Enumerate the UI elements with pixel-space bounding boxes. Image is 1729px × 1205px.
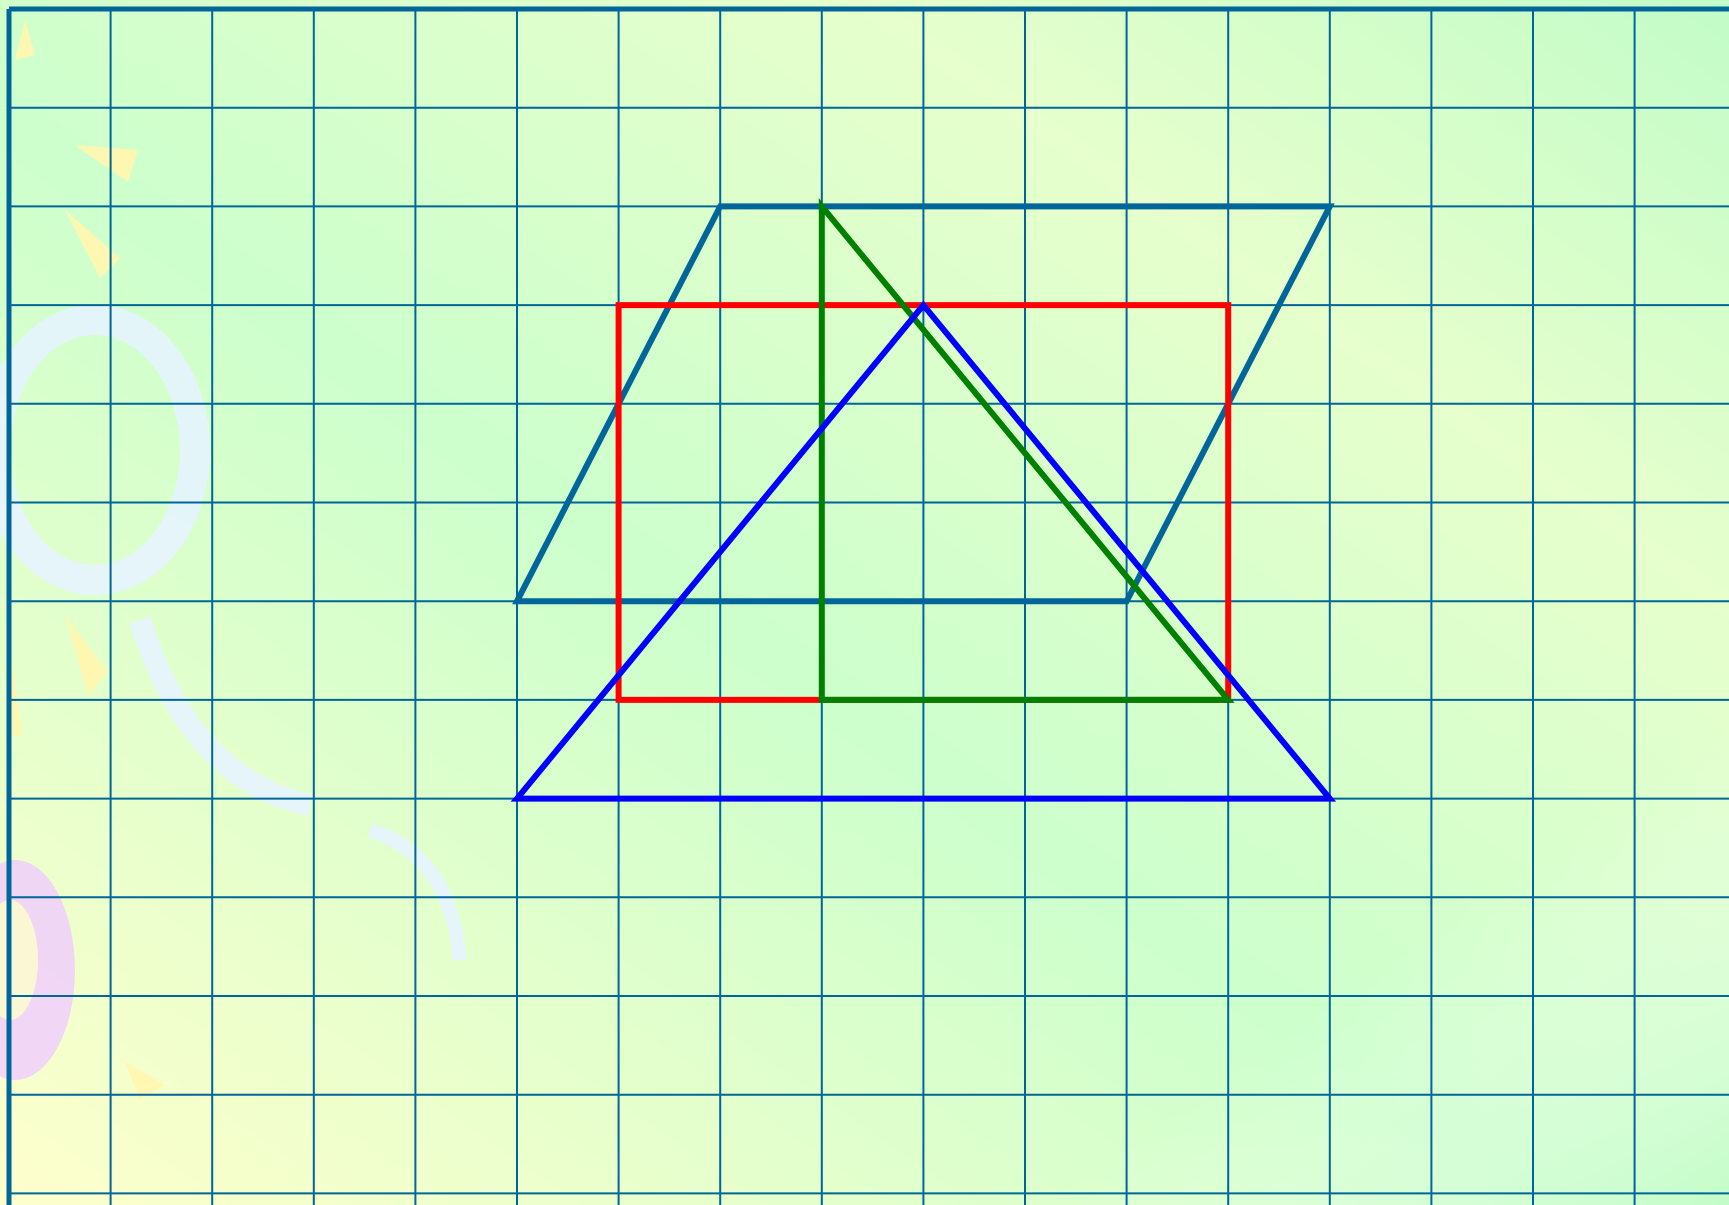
parallelogram-shape: [512, 203, 1335, 605]
petal-decoration: [125, 1062, 165, 1100]
petal-decoration: [15, 20, 35, 60]
petal-decoration: [65, 210, 120, 278]
swirl-tail-decoration: [129, 616, 313, 816]
right-trapezoid-shape: [818, 198, 1235, 703]
grid-lines: [6, 6, 1729, 1205]
swirl-decoration: [0, 305, 210, 595]
shapes-layer: [510, 198, 1337, 802]
swirl-tail-decoration: [367, 823, 467, 961]
petal-decoration: [75, 145, 138, 182]
triangle-shape: [510, 300, 1337, 802]
petal-decoration: [65, 615, 108, 695]
